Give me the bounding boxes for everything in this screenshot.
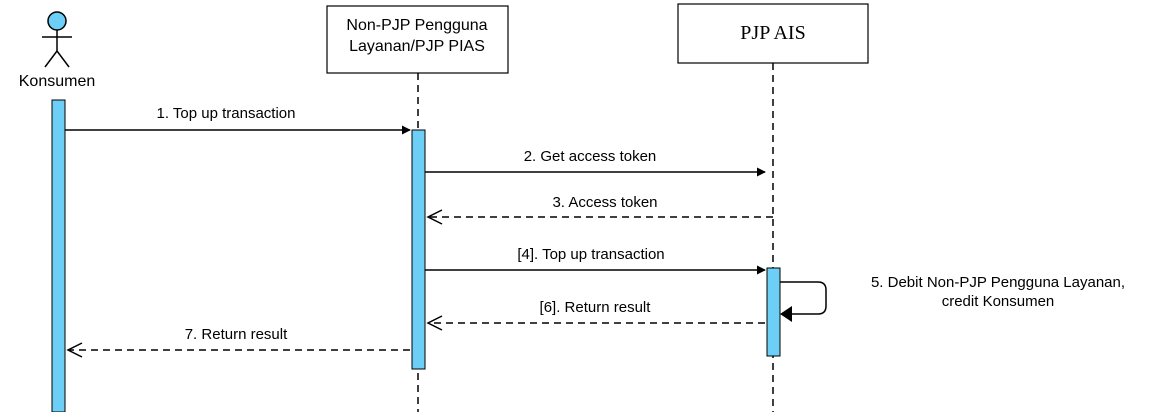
message-5-label-line1: 5. Debit Non-PJP Pengguna Layanan, bbox=[871, 274, 1125, 291]
message-3-arrowhead bbox=[426, 209, 443, 225]
participant-middle-line2: Layanan/PJP PIAS bbox=[349, 38, 485, 55]
message-5-self-arrow bbox=[780, 281, 827, 315]
activation-bar-right bbox=[766, 267, 781, 357]
actor-name: Konsumen bbox=[19, 73, 96, 90]
message-4-label: [4]. Top up transaction bbox=[517, 246, 664, 263]
message-3-label: 3. Access token bbox=[552, 194, 657, 211]
message-1-label: 1. Top up transaction bbox=[157, 105, 296, 122]
participant-middle-line1: Non-PJP Pengguna bbox=[346, 17, 487, 34]
activation-bar-middle bbox=[411, 129, 426, 370]
participant-box-middle bbox=[326, 5, 509, 74]
message-6-arrowhead bbox=[426, 315, 443, 331]
message-7-arrowhead bbox=[66, 342, 83, 358]
message-7-label: 7. Return result bbox=[185, 326, 288, 343]
activation-bar-actor bbox=[51, 99, 66, 412]
person-stick-figure-icon bbox=[42, 11, 72, 68]
message-6-label: [6]. Return result bbox=[540, 299, 652, 316]
message-5-label-line2: credit Konsumen bbox=[942, 293, 1055, 310]
participant-box-right bbox=[677, 3, 869, 64]
message-5-arrowhead bbox=[780, 306, 792, 322]
message-2-label: 2. Get access token bbox=[524, 148, 657, 165]
participant-right-name: PJP AIS bbox=[740, 22, 805, 44]
